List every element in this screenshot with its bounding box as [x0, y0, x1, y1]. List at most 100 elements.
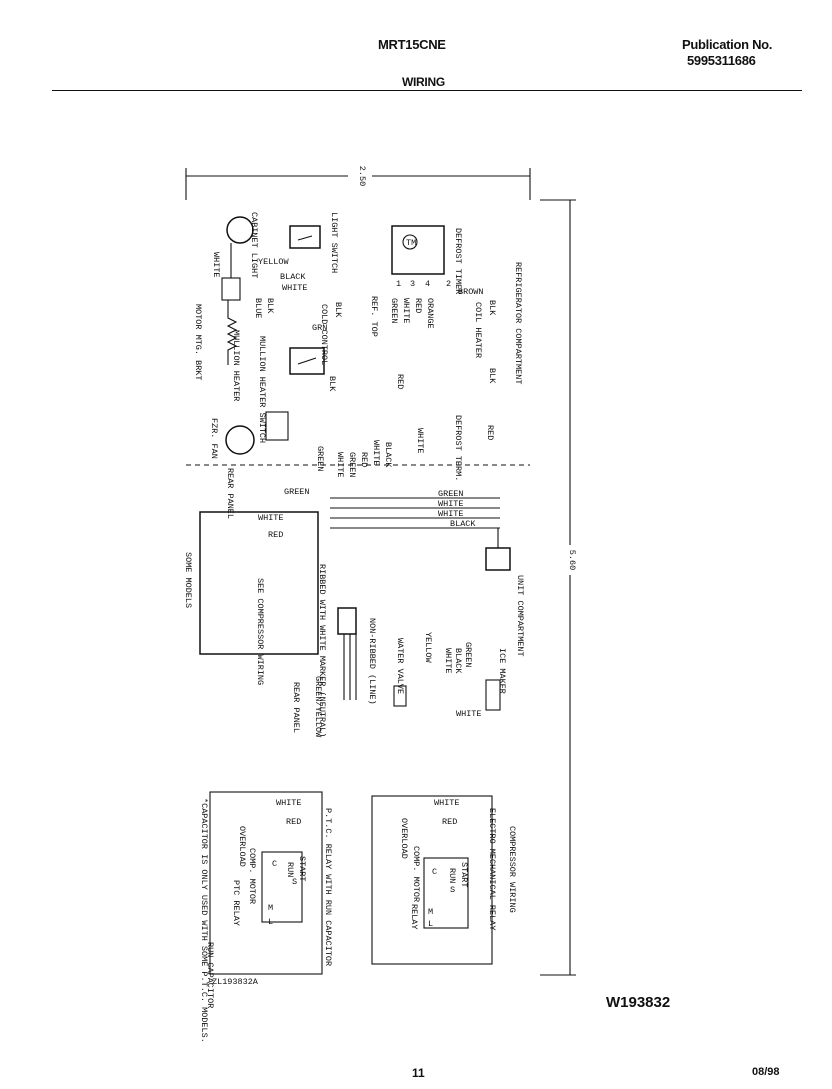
water-valve-label: WATER VALVE: [395, 638, 405, 694]
ptc-relay-box: P.T.C. RELAY WITH RUN CAPACITOR RUN CAPA…: [199, 791, 333, 1043]
ptc-wire-white: WHITE: [276, 798, 302, 808]
dimension-top: 2.50: [185, 166, 531, 200]
rear-panel-label: REAR PANEL: [225, 468, 235, 519]
wire-label-brown: BROWN: [458, 287, 484, 297]
wire-label-white-bundle1: WHITE: [438, 499, 464, 509]
section-title: WIRING: [402, 75, 445, 89]
compressor-wiring-note: SEE COMPRESSOR WIRING: [255, 578, 265, 685]
wire-label-white-top: WHITE: [282, 283, 308, 293]
light-switch: LIGHT SWITCH: [289, 212, 339, 273]
cabinet-light-label: CABINET LIGHT: [249, 212, 259, 278]
unit-compartment-label: UNIT COMPARTMENT: [515, 575, 525, 657]
motor-mtg-brkt-label: MOTOR MTG. BRKT: [193, 304, 203, 381]
ptc-run-label: RUN: [285, 862, 295, 877]
comp-comp-motor-label: COMP. MOTOR: [411, 846, 421, 902]
wire-label-green-rear: GREEN: [284, 487, 310, 497]
model-number: MRT15CNE: [378, 37, 446, 52]
wire-label-black-mid: BLACK: [383, 442, 393, 468]
wire-label-blk-coil: BLK: [487, 300, 497, 316]
unit-connector: [485, 528, 511, 571]
ptc-comp-motor-label: COMP. MOTOR: [247, 848, 257, 904]
timer-motor-label: TM: [406, 238, 416, 248]
dimension-right-label: 5.60: [567, 550, 577, 570]
coil-heater-label: COIL HEATER: [473, 302, 483, 358]
wire-label-white-bundle2: WHITE: [438, 509, 464, 519]
ice-maker-label: ICE MAKER: [497, 648, 507, 694]
light-switch-label: LIGHT SWITCH: [329, 212, 339, 273]
wire-label-white-comp: WHITE: [258, 513, 284, 523]
ptc-start-label: START: [297, 856, 307, 882]
wire-label-blk-ref: BLK: [333, 302, 343, 318]
timer-terminal-2: 2: [446, 279, 451, 289]
wire-label-red-term: RED: [485, 425, 495, 440]
ptc-overload-label: OVERLOAD: [237, 826, 247, 867]
wire-label-white-term: WHITE: [415, 428, 425, 454]
ptc-l-label: L: [268, 917, 273, 927]
comp-box-title: COMPRESSOR WIRING: [507, 826, 517, 913]
wire-label-red-mid: RED: [395, 374, 405, 389]
wire-label-red-comp: RED: [268, 530, 283, 540]
wire-label-white-ice-bottom: WHITE: [456, 709, 482, 719]
wire-label-white-light: WHITE: [211, 252, 221, 278]
ribbed-marker-label: RIBBED WITH WHITE MARKER (NEUTRAL): [317, 564, 327, 737]
comp-c-label: C: [432, 867, 437, 877]
mullion-heater-label: MULLION HEATER: [231, 330, 241, 401]
green-yellow-label: GREEN/YELLOW: [313, 676, 323, 738]
comp-box-subtitle: ELECTRO-MECHANICAL RELAY: [487, 808, 497, 930]
wire-label-grn: GRN: [312, 323, 327, 333]
ptc-run-capacitor-label: RUN CAPACITOR: [205, 942, 215, 1008]
cold-control: COLD CONTROL GRN: [289, 304, 329, 375]
ptc-code: ZL193832A: [212, 977, 259, 987]
defrost-term-label: DEFROST TERM.: [453, 415, 463, 481]
ptc-wire-red: RED: [286, 817, 301, 827]
defrost-timer-label: DEFROST TIMER: [453, 228, 463, 294]
wire-label-blk-coil-2: BLK: [487, 368, 497, 384]
wire-label-white-mid1: WHITE: [335, 452, 345, 478]
some-models-label: SOME MODELS: [183, 552, 193, 608]
wire-label-blk-mid: BLK: [327, 376, 337, 392]
wire-label-black-bundle: BLACK: [450, 519, 476, 529]
wire-label-green-timer: GREEN: [389, 298, 399, 324]
mullion-heater: MULLION HEATER MULLION HEATER SWITCH BLU…: [193, 298, 275, 443]
wire-label-orange-timer: ORANGE: [425, 298, 435, 329]
freezer-fan: FZR. FAN: [209, 411, 289, 459]
comp-wire-red: RED: [442, 817, 457, 827]
wire-label-blk-mullion: BLK: [265, 298, 275, 314]
wire-label-black-top: BLACK: [280, 272, 306, 282]
wire-label-yellow-valve: YELLOW: [423, 632, 433, 664]
refrigerator-compartment-label: REFRIGERATOR COMPARTMENT: [513, 262, 523, 384]
freezer-fan-label: FZR. FAN: [209, 418, 219, 459]
wire-label-white-ice: WHITE: [443, 648, 453, 674]
wire-label-red-mid2: RED: [359, 452, 369, 467]
water-valve: WATER VALVE YELLOW: [393, 632, 433, 707]
comp-m-label: M: [428, 907, 433, 917]
ptc-m-label: M: [268, 903, 273, 913]
dimension-top-label: 2.50: [357, 166, 367, 186]
dimension-right: 5.60: [540, 199, 577, 976]
publication-label: Publication No.: [682, 37, 773, 52]
rear-panel-bottom-label: REAR PANEL: [291, 682, 301, 733]
compressor-relay-box: COMPRESSOR WIRING ELECTRO-MECHANICAL REL…: [371, 795, 517, 965]
timer-terminal-3: 3: [410, 279, 415, 289]
publication-date: 08/98: [752, 1066, 780, 1078]
timer-terminal-1: 1: [396, 279, 401, 289]
wire-label-white-timer: WHITE: [401, 298, 411, 324]
non-ribbed-label: NON-RIBBED (LINE): [367, 618, 377, 705]
comp-l-label: L: [428, 919, 433, 929]
wire-label-black-ice: BLACK: [453, 648, 463, 674]
header-rule: [52, 90, 802, 91]
ptc-footnote: *CAPACITOR IS ONLY USED WITH SOME P.T.C.…: [199, 798, 209, 1043]
ref-top-label: REF. TOP: [369, 296, 379, 337]
comp-start-label: START: [459, 862, 469, 888]
wire-label-green-bundle: GREEN: [438, 489, 464, 499]
ptc-box-title: P.T.C. RELAY WITH RUN CAPACITOR: [323, 808, 333, 966]
cold-control-label: COLD CONTROL: [319, 304, 329, 365]
comp-relay-label: RELAY: [409, 904, 419, 930]
comp-overload-label: OVERLOAD: [399, 818, 409, 859]
wire-label-green-mid2: GREEN: [347, 452, 357, 478]
publication-number: 5995311686: [687, 53, 756, 68]
ice-maker: ICE MAKER GREEN BLACK WHITE WHITE: [443, 642, 507, 719]
compressor-block: [199, 511, 319, 655]
ptc-c-label: C: [272, 859, 277, 869]
